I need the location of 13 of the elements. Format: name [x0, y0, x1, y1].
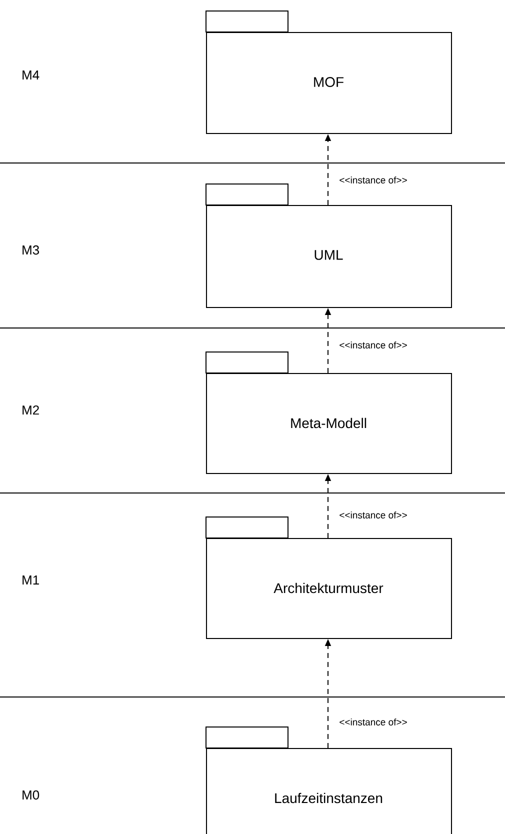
level-label: M3 — [22, 245, 40, 255]
package-box: UML — [206, 184, 452, 308]
level-label: M1 — [22, 576, 39, 584]
package-box: Laufzeitinstanzen — [206, 726, 452, 834]
level-label: M2 — [22, 405, 39, 415]
edge-label: <<instance of>> — [338, 510, 408, 520]
edge-label: <<instance of>> — [338, 176, 408, 184]
package-box: MOF — [206, 10, 452, 134]
level-label: M4 — [22, 70, 40, 80]
level-label: M0 — [22, 790, 40, 800]
edge-label: <<instance of>> — [338, 718, 408, 726]
package-box: Meta-Modell — [206, 352, 452, 474]
edge-label: <<instance of>> — [338, 340, 408, 350]
